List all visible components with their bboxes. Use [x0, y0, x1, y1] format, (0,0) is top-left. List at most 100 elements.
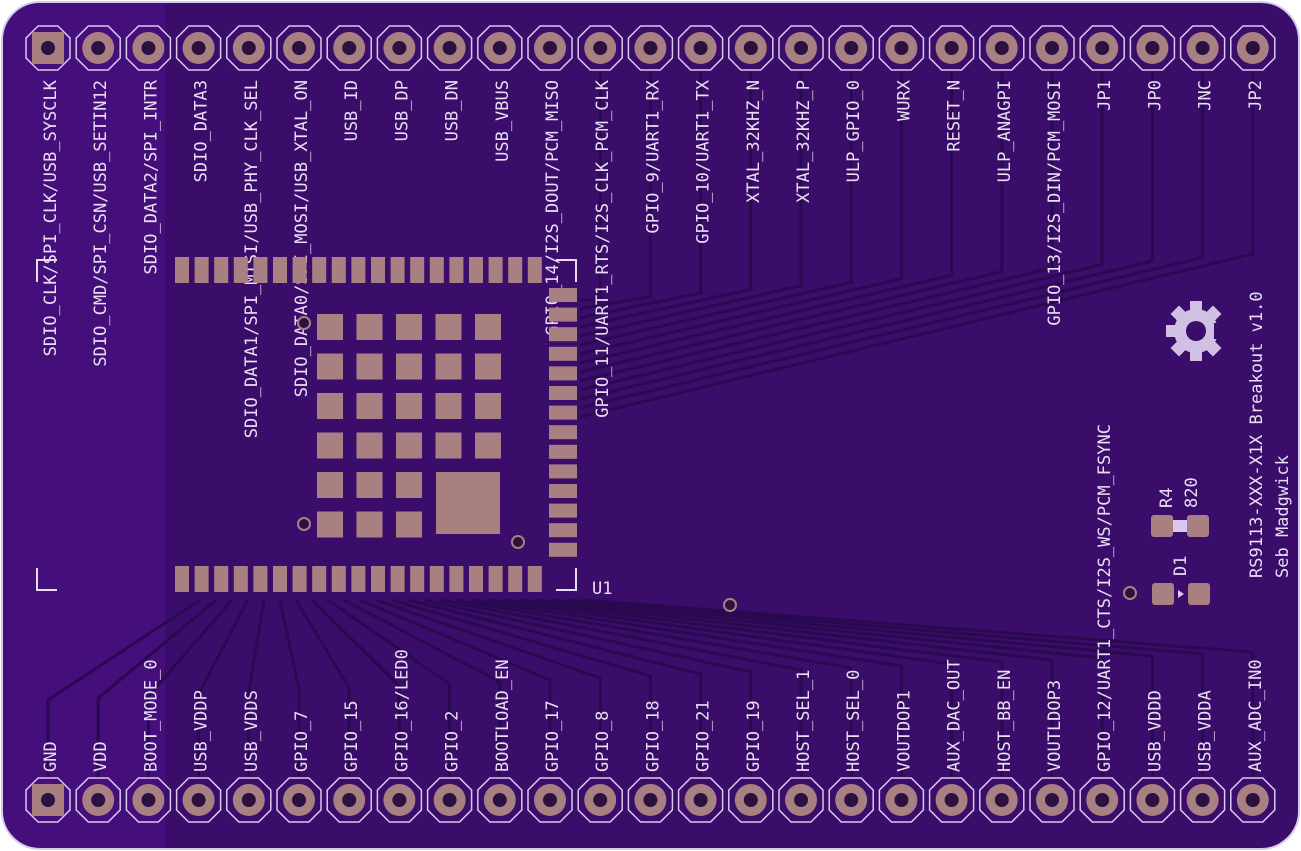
- top-pin-11: [527, 25, 573, 71]
- bottom-pin-10: [477, 777, 523, 823]
- rs9113-module-footprint: [36, 257, 577, 592]
- module-silk-corner-tl: [36, 259, 57, 282]
- top-pin-label-23: JP0: [1145, 80, 1165, 111]
- bottom-pin-label-17: HOST_SEL_0: [844, 670, 864, 772]
- top-pin-13: [627, 25, 674, 71]
- top-pin-label-21: GPIO_13/I2S_DIN/PCM_MOSI: [1045, 80, 1065, 326]
- top-pin-2: [75, 25, 121, 71]
- top-pin-20: [979, 25, 1025, 71]
- svg-text:820: 820: [1182, 477, 1202, 508]
- top-pin-header: [25, 25, 1276, 71]
- board-title: RS9113-XXX-X1X Breakout v1.0: [1247, 291, 1267, 578]
- top-pin-22: [1079, 25, 1125, 71]
- bottom-pin-label-21: VOUTLDOP3: [1045, 680, 1065, 772]
- top-pin-21: [1029, 25, 1075, 71]
- bottom-pin-13: [627, 777, 674, 823]
- top-pin-label-9: USB_DN: [443, 80, 463, 141]
- bottom-pin-label-15: GPIO_19: [744, 700, 764, 772]
- top-pin-label-25: JP2: [1246, 80, 1266, 111]
- bottom-pin-3: [125, 777, 172, 823]
- top-pin-label-10: USB_VBUS: [493, 80, 513, 162]
- bottom-pin-label-22: GPIO_12/UART1_CTS/I2S_WS/PCM_FSYNC: [1095, 424, 1115, 772]
- bottom-pin-label-9: GPIO_2: [443, 711, 463, 772]
- bottom-pin-15: [728, 777, 774, 823]
- top-pin-label-11: GPIO_14/I2S_DOUT/PCM_MISO: [543, 80, 563, 336]
- bottom-pin-label-6: GPIO_7: [292, 711, 312, 772]
- bottom-pin-11: [527, 777, 573, 823]
- bottom-pin-label-24: USB_VDDA: [1196, 690, 1216, 772]
- bottom-pin-label-4: USB_VDDP: [192, 690, 212, 772]
- module-silk-corner-tr: [556, 259, 577, 282]
- open-hardware-gear-icon: [1166, 301, 1230, 361]
- top-pin-label-8: USB_DP: [392, 80, 412, 141]
- bottom-pin-14: [677, 777, 724, 823]
- top-pin-12: [577, 25, 623, 71]
- top-pin-label-3: SDIO_DATA2/SPI_INTR: [141, 79, 161, 274]
- top-pin-label-20: ULP_ANAGPI: [995, 80, 1015, 182]
- svg-text:D1: D1: [1171, 556, 1191, 576]
- bottom-pin-label-8: GPIO_16/LED0: [392, 649, 412, 772]
- top-pin-14: [677, 25, 724, 71]
- bottom-pin-label-13: GPIO_18: [643, 700, 663, 772]
- top-pin-label-16: XTAL_32KHZ_P: [794, 80, 814, 203]
- top-pin-label-4: SDIO_DATA3: [192, 80, 212, 182]
- bottom-pin-5: [226, 777, 272, 823]
- top-pin-label-14: GPIO_10/UART1_TX: [694, 79, 714, 244]
- bottom-pin-12: [577, 777, 623, 823]
- top-pin-3: [125, 25, 172, 71]
- top-pin-label-2: SDIO_CMD/SPI_CSN/USB_SETIN12: [91, 80, 111, 367]
- top-pin-label-22: JP1: [1095, 80, 1115, 111]
- led-d1: D1: [1152, 556, 1210, 605]
- top-pin-label-13: GPIO_9/UART1_RX: [643, 79, 663, 233]
- bottom-pin-label-5: USB_VDDS: [242, 690, 262, 772]
- bottom-pin-1: [25, 777, 71, 823]
- bottom-pin-25: [1230, 777, 1276, 823]
- bottom-pin-4: [175, 777, 222, 823]
- svg-text:R4: R4: [1157, 488, 1177, 508]
- bottom-pin-label-19: AUX_DAC_OUT: [945, 659, 965, 772]
- resistor-r4: R4 820: [1151, 477, 1209, 537]
- top-pin-label-18: WURX: [894, 79, 914, 121]
- copper-traces: [46, 70, 1255, 778]
- bottom-pin-label-11: GPIO_17: [543, 700, 563, 772]
- board-copper-pour-left: [2, 2, 165, 849]
- bottom-pin-24: [1179, 777, 1226, 823]
- top-pin-19: [928, 25, 975, 71]
- bottom-pin-9: [426, 777, 473, 823]
- bottom-pin-20: [979, 777, 1025, 823]
- bottom-pin-label-12: GPIO_8: [593, 711, 613, 772]
- bottom-pin-19: [928, 777, 975, 823]
- bottom-pin-18: [878, 777, 925, 823]
- bottom-pin-21: [1029, 777, 1075, 823]
- top-pin-25: [1230, 25, 1276, 71]
- top-pin-18: [878, 25, 925, 71]
- top-pin-label-5: SDIO_DATA1/SPI_MISI/USB_PHY_CLK_SEL: [242, 80, 262, 438]
- module-silk-corner-br: [556, 568, 577, 591]
- module-pads: [175, 257, 577, 592]
- bottom-pin-label-10: BOOTLOAD_EN: [493, 659, 513, 772]
- bottom-pin-17: [828, 777, 874, 823]
- module-silk-corner-bl: [36, 568, 57, 591]
- vias: [297, 316, 1137, 612]
- top-pin-6: [276, 25, 322, 71]
- top-pin-16: [778, 25, 824, 71]
- top-pin-label-17: ULP_GPIO_0: [844, 80, 864, 182]
- bottom-pin-2: [75, 777, 121, 823]
- bottom-pin-6: [276, 777, 322, 823]
- bottom-pin-16: [778, 777, 824, 823]
- top-pin-17: [828, 25, 874, 71]
- top-pin-24: [1179, 25, 1226, 71]
- top-pin-label-1: SDIO_CLK/SPI_CLK/USB_SYSCLK: [41, 79, 61, 356]
- bottom-pin-label-18: VOUTDOP1: [894, 690, 914, 772]
- bottom-pin-header: [25, 777, 1276, 823]
- top-pin-label-7: USB_ID: [342, 80, 362, 141]
- bottom-pin-22: [1079, 777, 1125, 823]
- top-pin-4: [175, 25, 222, 71]
- top-pin-label-24: JNC: [1196, 80, 1216, 111]
- top-pin-10: [477, 25, 523, 71]
- bottom-pin-label-2: VDD: [91, 741, 111, 772]
- bottom-pin-label-1: GND: [41, 741, 61, 772]
